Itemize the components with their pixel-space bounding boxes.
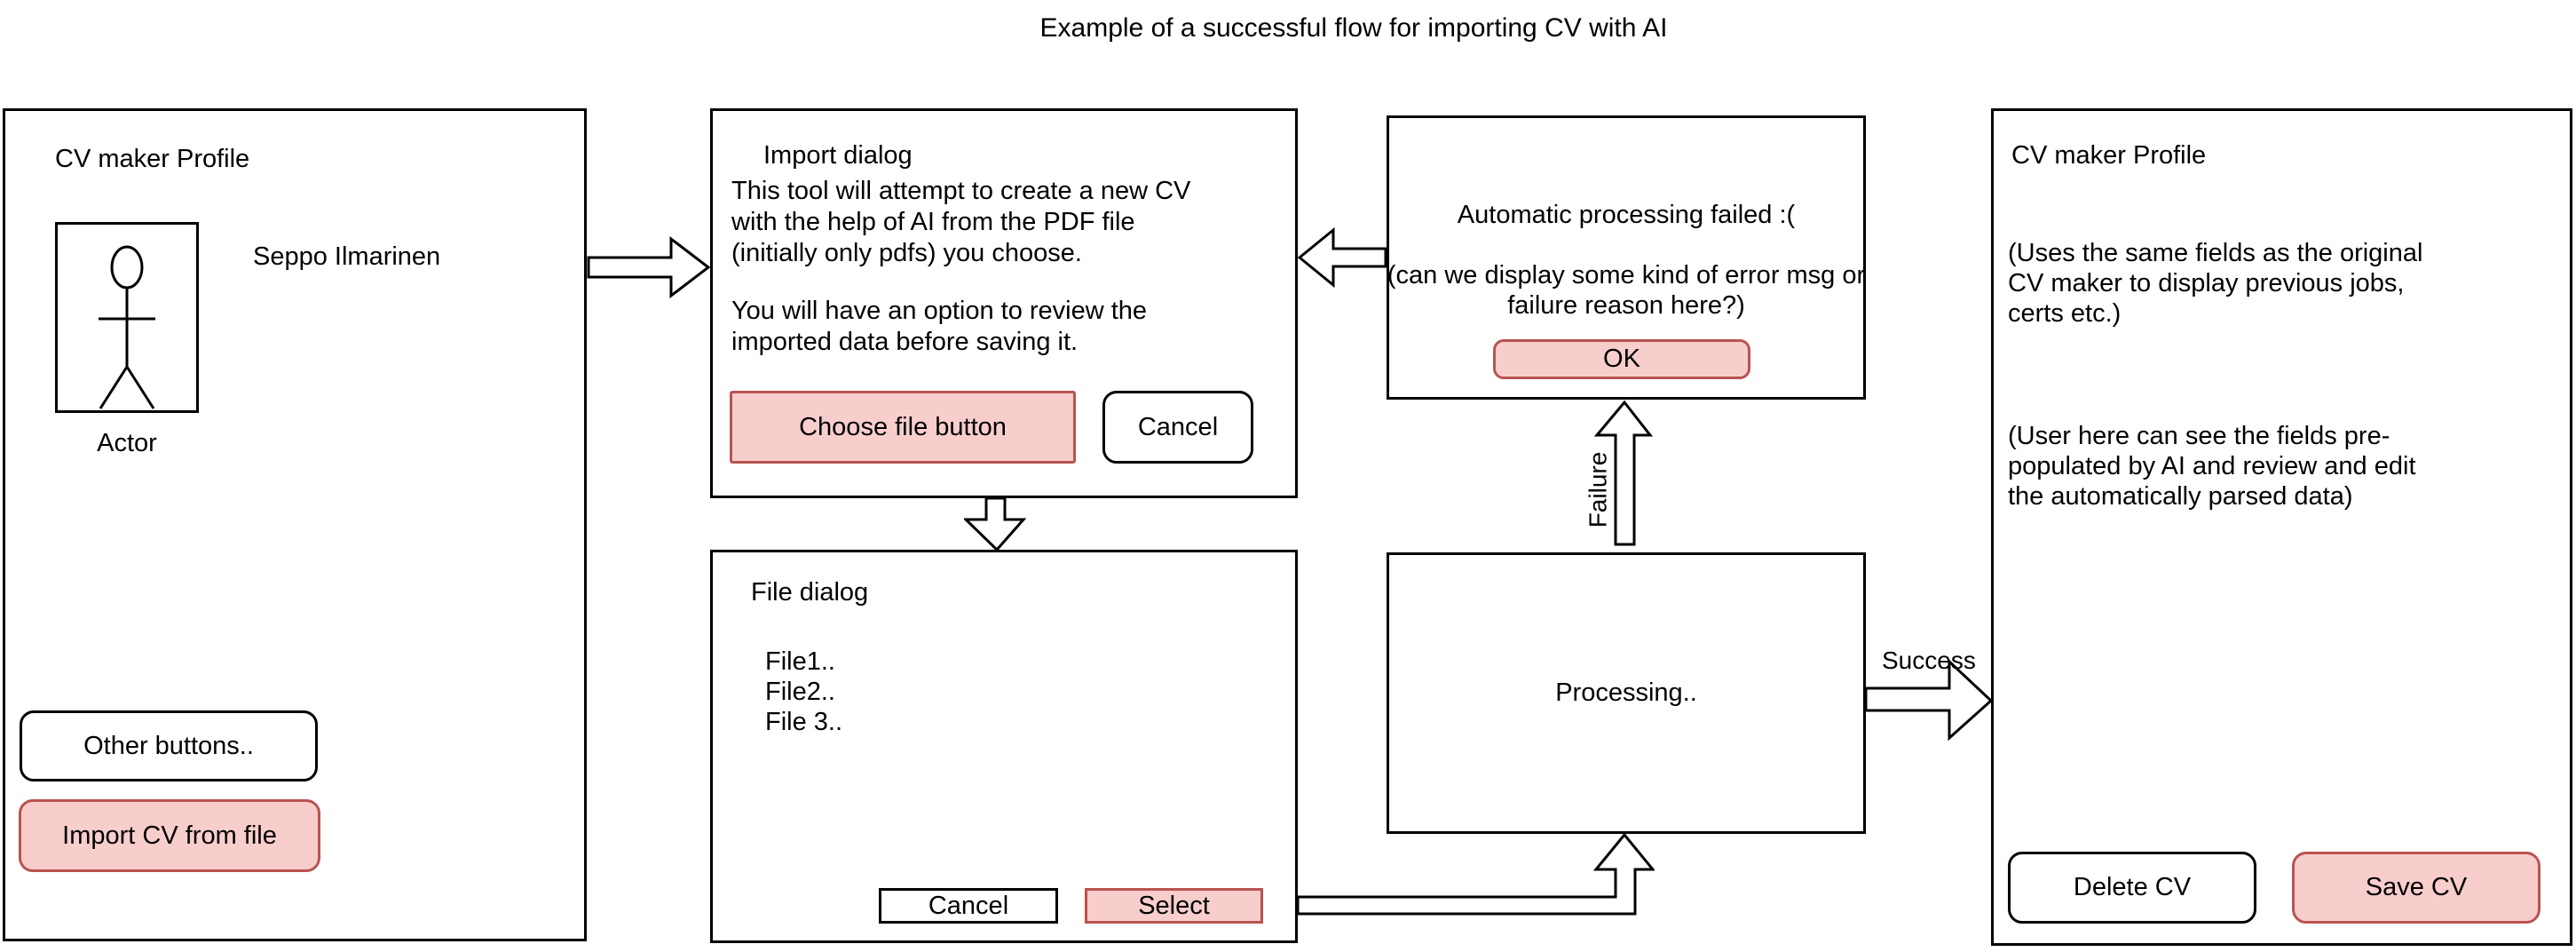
import-dialog-body-1: This tool will attempt to create a new C… (731, 177, 1191, 267)
import-cancel-button[interactable]: Cancel (1102, 391, 1253, 464)
ok-button[interactable]: OK (1493, 339, 1750, 379)
choose-file-button[interactable]: Choose file button (730, 391, 1076, 464)
delete-cv-button[interactable]: Delete CV (2008, 852, 2256, 924)
processing-box: Processing.. (1387, 552, 1866, 834)
diagram-title: Example of a successful flow for importi… (1039, 13, 1668, 43)
actor-label: Actor (97, 429, 157, 457)
cv-review-profile-title: CV maker Profile (2011, 141, 2207, 170)
arrow-profile-to-import (587, 236, 711, 298)
arrow-processing-to-review (1866, 658, 1994, 741)
arrow-select-to-processing (1298, 832, 1655, 916)
import-cv-from-file-button[interactable]: Import CV from file (19, 799, 320, 872)
file-dialog-title: File dialog (751, 578, 869, 607)
import-dialog-title: Import dialog (763, 141, 913, 170)
file-list[interactable]: File1..File2..File 3.. (765, 647, 843, 736)
other-buttons-button[interactable]: Other buttons.. (20, 710, 318, 781)
cv-review-note-2: (User here can see the fields pre-popula… (2008, 422, 2416, 511)
file-dialog-box (710, 550, 1298, 943)
arrow-import-to-file (964, 496, 1027, 551)
save-cv-button[interactable]: Save CV (2292, 852, 2540, 924)
processing-failed-note: (can we display some kind of error msg o… (1387, 261, 1866, 320)
file-select-button[interactable]: Select (1085, 888, 1263, 924)
processing-failed-message: Automatic processing failed :( (1457, 201, 1796, 229)
actor-frame (55, 222, 199, 413)
cv-review-profile-box (1991, 108, 2572, 946)
arrow-processing-to-failed (1593, 400, 1654, 546)
cv-maker-profile-title: CV maker Profile (55, 145, 250, 173)
file-cancel-button[interactable]: Cancel (879, 888, 1058, 924)
failure-edge-label: Failure (1584, 451, 1612, 528)
success-edge-label: Success (1882, 647, 1976, 674)
user-name: Seppo Ilmarinen (253, 242, 441, 271)
actor-icon (99, 245, 155, 409)
arrow-failed-to-import (1298, 226, 1387, 289)
